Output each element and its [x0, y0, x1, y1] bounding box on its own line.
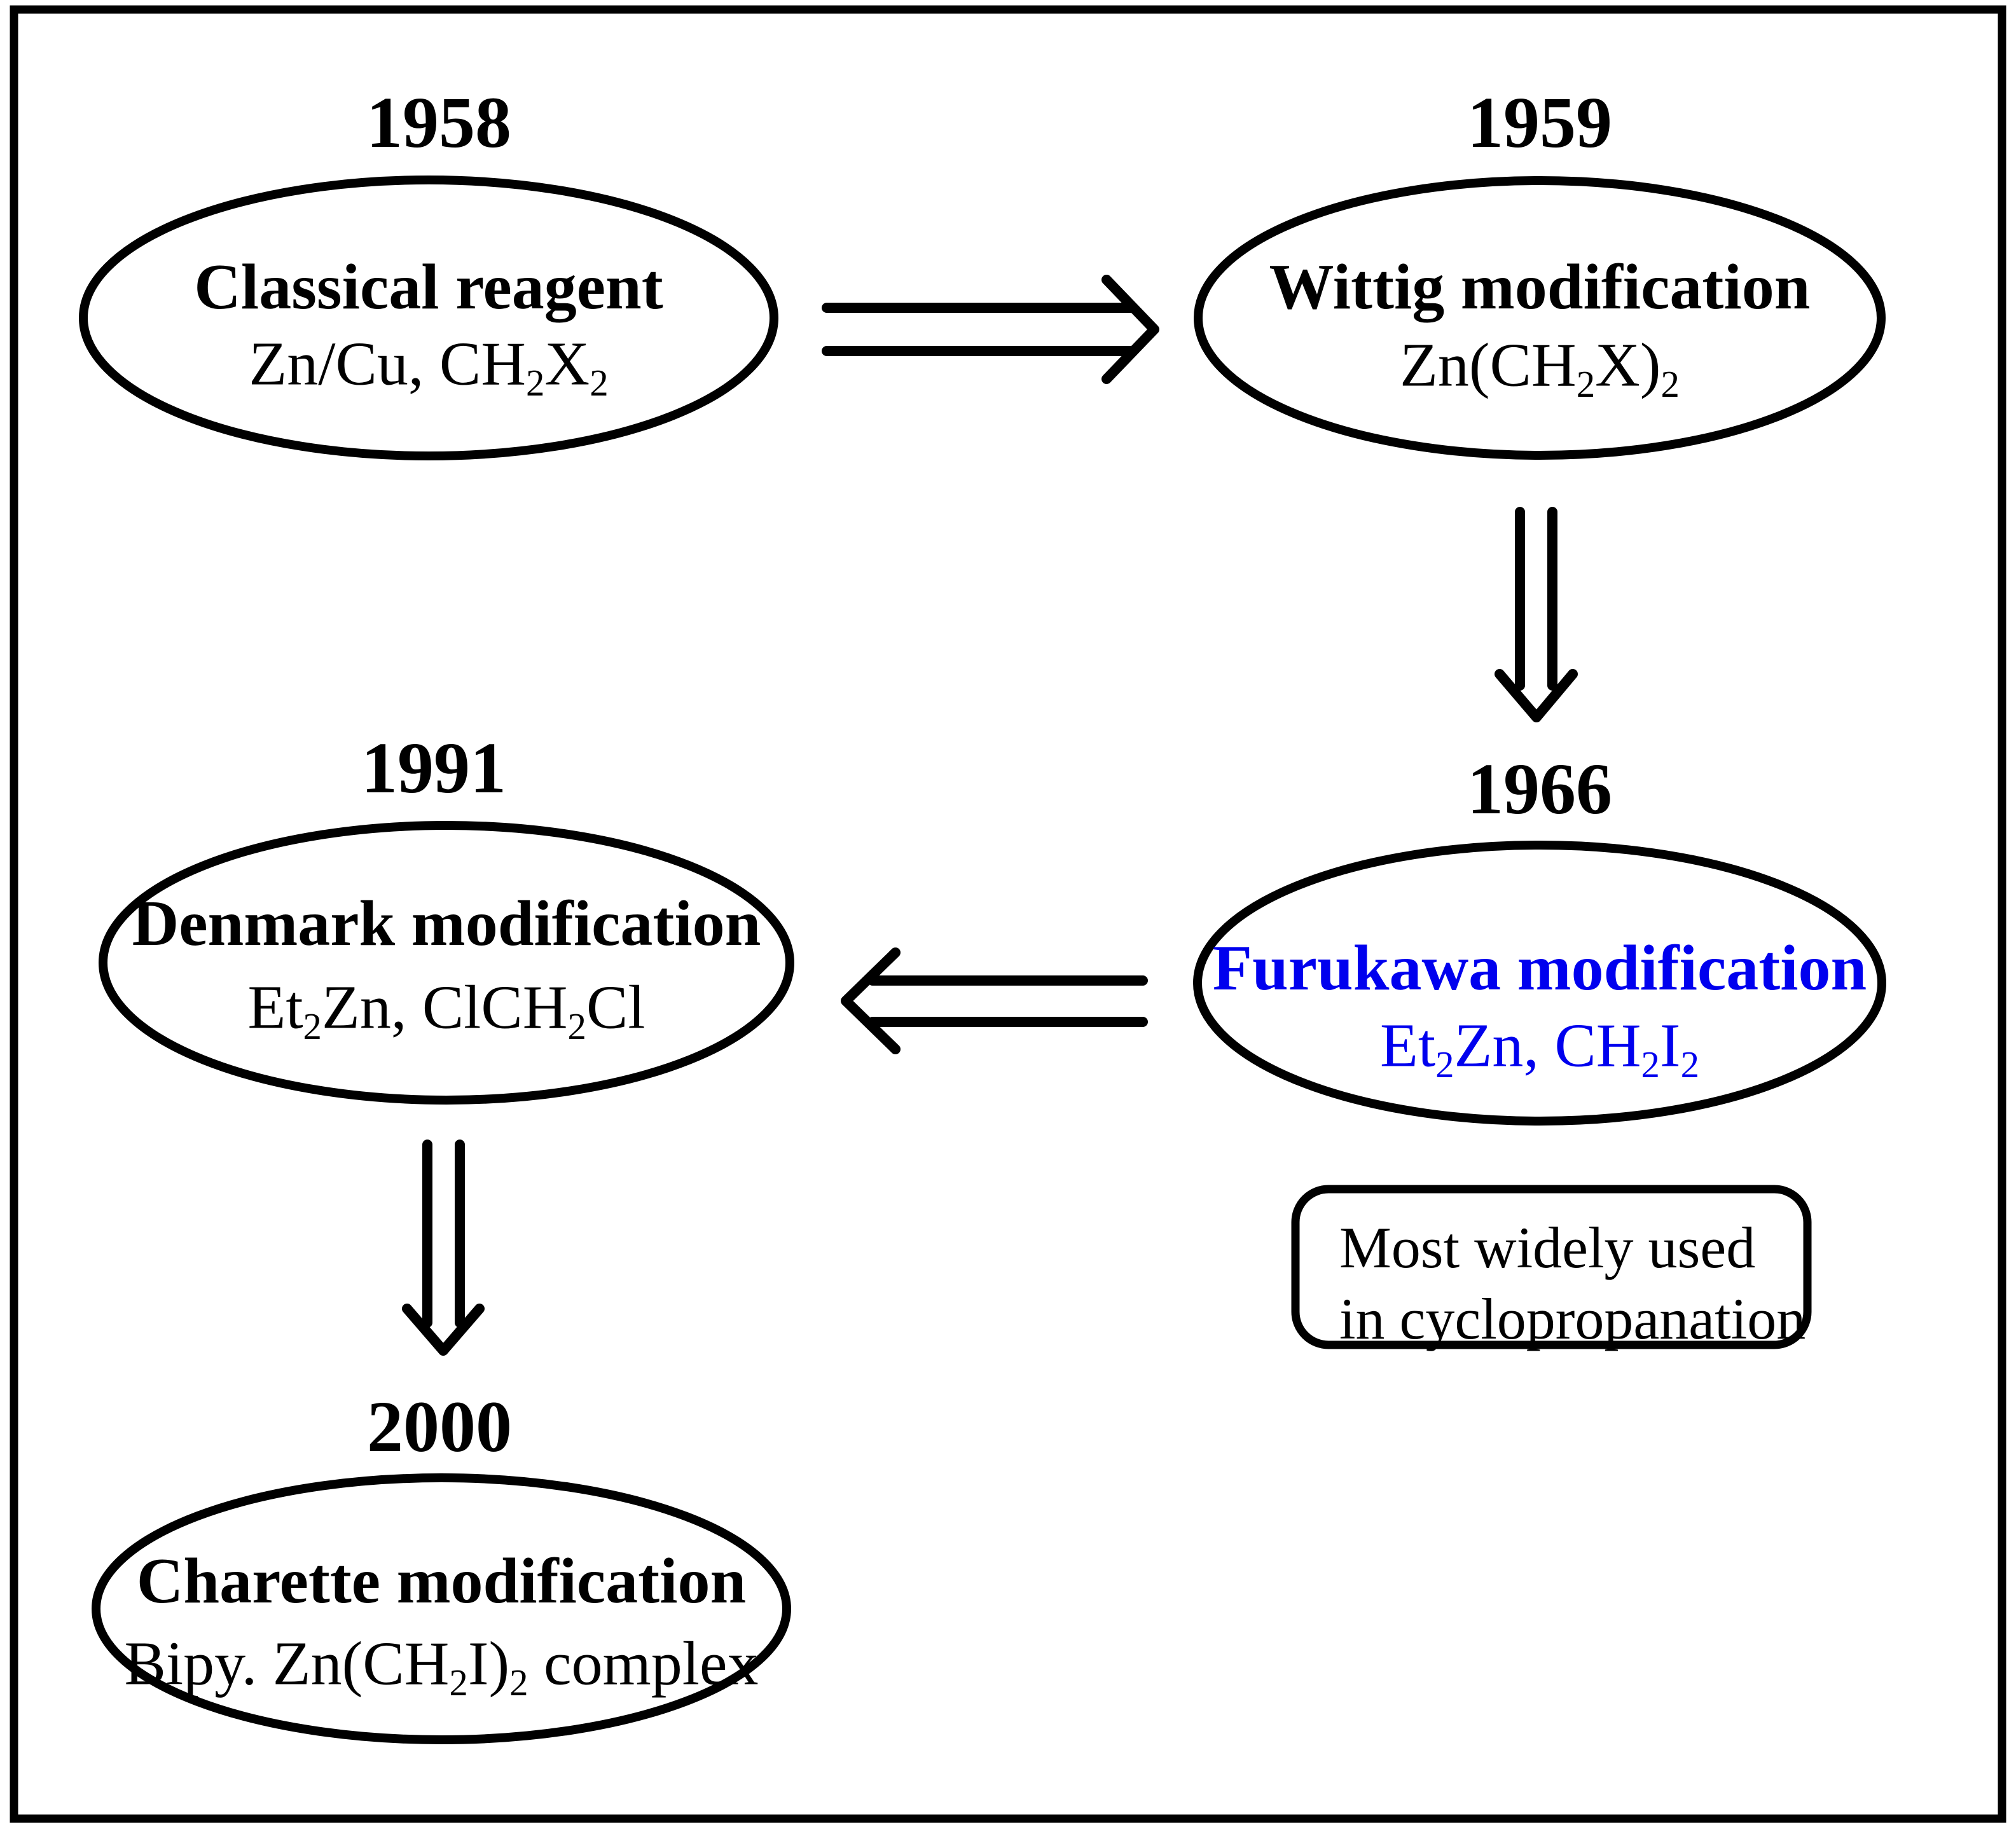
year-label-1991: 1991	[361, 727, 506, 808]
node-title-furukawa: Furukawa modification	[1212, 932, 1867, 1004]
year-label-1959: 1959	[1467, 82, 1612, 163]
node-title-wittig: Wittig modification	[1269, 251, 1811, 323]
ellipse-charette-modification	[92, 1473, 791, 1744]
node-formula-classical: Zn/Cu, CH2X2	[249, 329, 609, 404]
arrow-down-icon	[402, 1140, 485, 1356]
node-formula-wittig: Zn(CH2X)2	[1400, 331, 1680, 405]
node-title-denmark: Denmark modification	[132, 888, 761, 960]
year-label-1958: 1958	[366, 82, 511, 163]
year-label-2000: 2000	[367, 1386, 512, 1467]
note-line-2: in cyclopropanation	[1339, 1286, 1806, 1352]
ellipse-furukawa-modification	[1193, 841, 1886, 1126]
node-title-charette: Charette modification	[136, 1545, 747, 1617]
node-title-classical: Classical reagent	[194, 251, 663, 323]
node-formula-denmark: Et2Zn, ClCH2Cl	[247, 973, 646, 1047]
note-line-1: Most widely used	[1339, 1215, 1756, 1280]
note-box	[1291, 1185, 1812, 1349]
arrow-left-icon	[841, 947, 1148, 1054]
year-label-1966: 1966	[1467, 748, 1612, 829]
arrow-right-icon	[822, 275, 1159, 384]
note-text: Most widely used in cyclopropanation	[1339, 1212, 1805, 1354]
node-formula-charette: Bipy. Zn(CH2I)2 complex	[124, 1629, 759, 1704]
outer-border	[10, 5, 2006, 1823]
ellipse-classical-reagent	[79, 176, 778, 460]
arrow-down-icon	[1495, 507, 1578, 722]
ellipse-denmark-modification	[99, 821, 794, 1105]
node-formula-furukawa: Et2Zn, CH2I2	[1380, 1011, 1699, 1085]
ellipse-wittig-modification	[1194, 176, 1886, 460]
